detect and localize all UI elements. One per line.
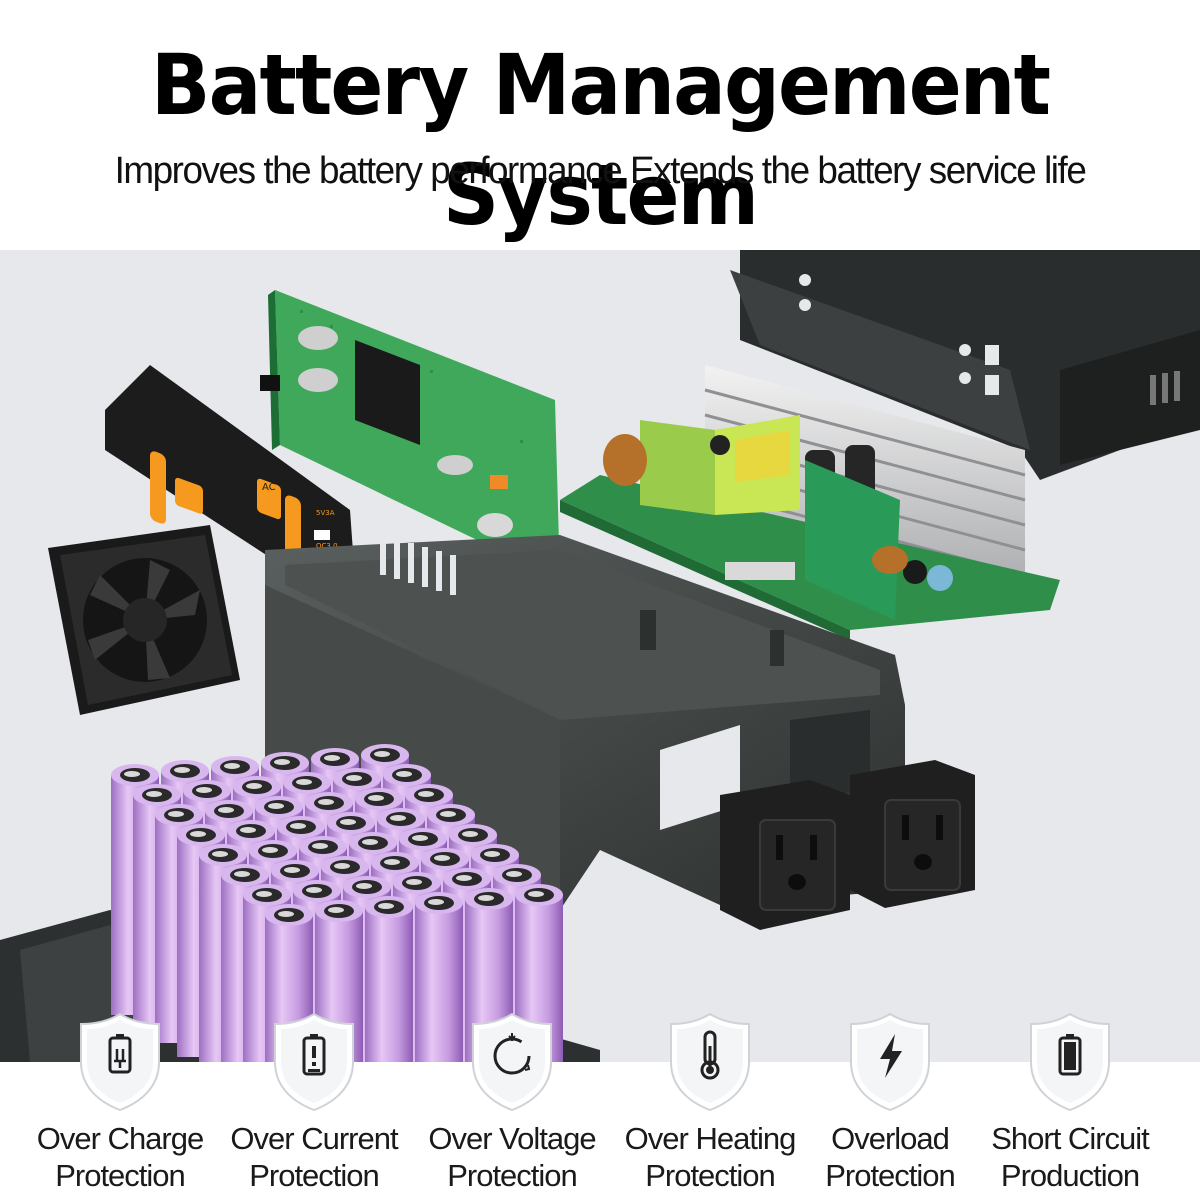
top-housing xyxy=(730,250,1200,648)
feature-label-line2: Protection xyxy=(249,1158,380,1193)
feature-label-line2: Protection xyxy=(645,1158,776,1193)
ac-outlet-right xyxy=(850,760,975,908)
feature-label-line2: Protection xyxy=(825,1158,956,1193)
feature-label-line1: Over Current xyxy=(230,1121,398,1156)
feature-label-line2: Protection xyxy=(55,1158,186,1193)
feature-label-line1: Over Voltage xyxy=(428,1121,596,1156)
battery-charge-icon xyxy=(80,1012,160,1112)
feature-label-line2: Production xyxy=(1000,1158,1140,1193)
feature-label-line1: Short Circuit xyxy=(991,1121,1150,1156)
footer xyxy=(0,1062,1200,1200)
panel-label-qc: QC3.0 xyxy=(316,542,338,550)
feature-label-line1: Overload xyxy=(831,1121,950,1156)
page-subtitle: Improves the battery performance Extends… xyxy=(114,150,1087,192)
battery-alert-icon xyxy=(274,1012,354,1112)
product-illustration: AC 5V3A QC3.0 xyxy=(0,250,1200,1062)
feature-label-line2: Protection xyxy=(447,1158,578,1193)
voltage-cycle-icon xyxy=(472,1012,552,1112)
battery-full-icon xyxy=(1030,1012,1110,1112)
lightning-icon xyxy=(850,1012,930,1112)
battery-cell xyxy=(365,896,413,1062)
power-board xyxy=(560,415,1060,640)
feature-label-line1: Over Heating xyxy=(624,1121,797,1156)
thermometer-icon xyxy=(670,1012,750,1112)
feature-label-line1: Over Charge xyxy=(36,1121,204,1156)
panel-label-usb: 5V3A xyxy=(316,509,335,517)
exploded-view: AC 5V3A QC3.0 xyxy=(0,250,1200,1062)
page-title: Battery Management System xyxy=(150,36,1051,244)
battery-cells xyxy=(111,744,563,1062)
battery-cell xyxy=(415,892,463,1062)
panel-label-ac: AC xyxy=(262,482,276,493)
cooling-fan xyxy=(48,525,240,715)
header: Battery Management System Improves the b… xyxy=(0,0,1200,250)
ac-outlet-left xyxy=(720,780,850,930)
